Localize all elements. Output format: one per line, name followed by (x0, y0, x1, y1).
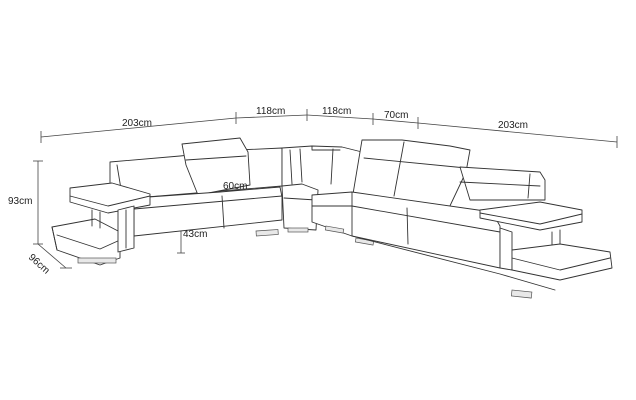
height-dimension (33, 160, 43, 245)
label-top-118-left: 118cm (256, 106, 285, 117)
right-sofa-section (311, 139, 613, 299)
depth-dimension (37, 243, 72, 269)
label-seat-height-43: 43cm (183, 229, 207, 240)
corner-sofa-section (281, 145, 363, 233)
label-top-118-right: 118cm (322, 106, 351, 117)
label-height-93: 93cm (8, 196, 32, 207)
label-top-203-right: 203cm (498, 120, 528, 131)
label-seat-depth-60: 60cm (223, 181, 247, 192)
left-sofa-section (51, 137, 283, 266)
top-dimension-lines (40, 109, 618, 148)
label-top-70: 70cm (384, 110, 408, 121)
label-top-203-left: 203cm (122, 118, 152, 129)
label-depth-96: 96cm (26, 252, 52, 277)
